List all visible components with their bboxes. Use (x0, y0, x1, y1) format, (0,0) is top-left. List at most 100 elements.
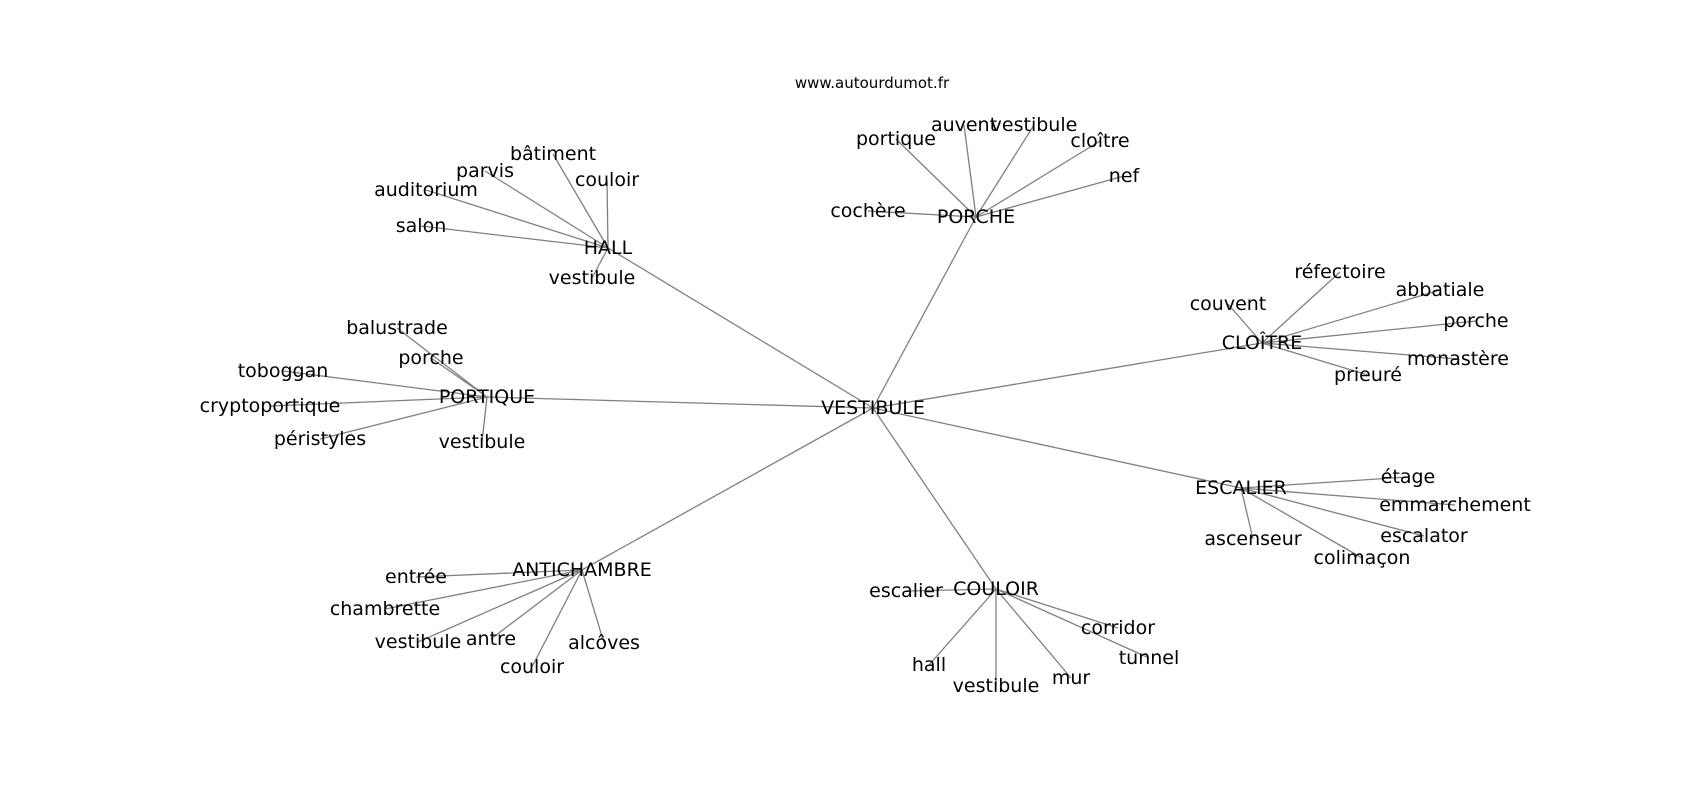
edge-hub-to-leaf (531, 569, 583, 668)
leaf-node-label: balustrade (346, 317, 448, 339)
leaf-node-label: couvent (1190, 293, 1267, 315)
edge-hub-to-leaf (415, 569, 583, 578)
edge-hub-to-leaf (867, 210, 977, 218)
edge-center-to-hub (872, 407, 997, 590)
hub-node-label: ESCALIER (1195, 477, 1287, 499)
edge-hub-to-leaf (1240, 487, 1363, 559)
edge-hub-to-leaf (484, 170, 609, 249)
edge-hub-to-leaf (490, 569, 583, 640)
edge-hub-to-leaf (905, 588, 997, 592)
edge-hub-to-leaf (1227, 303, 1263, 344)
leaf-node-label: bâtiment (510, 143, 596, 165)
leaf-node-label: abbatiale (1396, 279, 1485, 301)
edge-hub-to-leaf (1261, 271, 1341, 344)
leaf-node-label: vestibule (991, 114, 1078, 136)
edge-hub-to-leaf (606, 179, 609, 249)
edge-hub-to-leaf (1240, 487, 1254, 540)
leaf-node-label: toboggan (238, 360, 329, 382)
edge-hub-to-leaf (384, 569, 583, 610)
edge-hub-to-leaf (1261, 320, 1477, 344)
leaf-node-label: cochère (830, 200, 905, 222)
leaf-node-label: auditorium (374, 179, 478, 201)
leaf-node-label: cloître (1070, 130, 1129, 152)
edge-hub-to-leaf (269, 396, 488, 407)
edge-hub-to-leaf (417, 569, 583, 643)
leaf-node-label: porche (1443, 310, 1508, 332)
leaf-node-label: escalator (1380, 525, 1468, 547)
edge-hub-to-leaf (995, 588, 1119, 629)
hub-node-label: PORCHE (937, 206, 1015, 228)
leaf-node-label: cryptoportique (200, 395, 341, 417)
leaf-node-label: vestibule (953, 675, 1040, 697)
center-node-label: VESTIBULE (821, 397, 925, 419)
leaf-node-label: mur (1052, 667, 1091, 689)
leaf-node-label: ascenseur (1204, 528, 1301, 550)
source-label: www.autourdumot.fr (795, 74, 950, 92)
leaf-node-label: corridor (1081, 617, 1155, 639)
leaf-node-label: hall (912, 654, 946, 676)
leaf-node-label: couloir (500, 656, 564, 678)
edge-hub-to-leaf (430, 357, 488, 398)
edge-center-to-hub (581, 407, 874, 571)
leaf-node-label: étage (1381, 466, 1436, 488)
edge-hub-to-leaf (928, 588, 997, 666)
leaf-node-label: portique (856, 128, 936, 150)
leaf-node-label: vestibule (375, 631, 462, 653)
leaf-node-label: chambrette (330, 598, 440, 620)
leaf-node-label: tunnel (1119, 647, 1180, 669)
edge-center-to-hub (607, 247, 874, 409)
hub-node-label: ANTICHAMBRE (512, 559, 652, 581)
leaf-node-label: alcôves (568, 632, 640, 654)
edge-hub-to-leaf (420, 225, 609, 249)
edge-hub-to-leaf (319, 396, 488, 440)
edge-hub-to-leaf (1240, 487, 1425, 537)
edge-hub-to-leaf (552, 153, 609, 249)
edge-center-to-hub (872, 216, 977, 409)
edge-hub-to-leaf (481, 396, 488, 443)
leaf-node-label: parvis (456, 160, 514, 182)
leaf-node-label: emmarchement (1379, 494, 1531, 516)
edge-hub-to-leaf (1240, 476, 1409, 489)
leaf-node-label: monastère (1407, 348, 1509, 370)
leaf-node-label: colimaçon (1314, 547, 1411, 569)
hub-node-label: CLOÎTRE (1222, 331, 1303, 354)
edge-hub-to-leaf (963, 124, 977, 218)
leaf-node-label: couloir (575, 169, 639, 191)
edge-hub-to-leaf (1261, 342, 1369, 376)
edge-hub-to-leaf (591, 247, 609, 279)
edge-hub-to-leaf (975, 124, 1035, 218)
edge-hub-to-leaf (975, 140, 1101, 218)
hub-node-label: PORTIQUE (439, 386, 535, 408)
leaf-node-label: vestibule (549, 267, 636, 289)
leaf-node-label: porche (398, 347, 463, 369)
leaf-node-label: escalier (869, 580, 943, 602)
edge-hub-to-leaf (1261, 289, 1441, 344)
edge-hub-to-leaf (282, 370, 488, 398)
edge-center-to-hub (486, 396, 874, 409)
leaf-node-label: nef (1109, 165, 1141, 187)
leaf-node-label: auvent (931, 114, 997, 136)
edges-layer (269, 124, 1477, 686)
edge-hub-to-leaf (995, 588, 1150, 659)
leaf-node-label: péristyles (274, 428, 366, 450)
edge-hub-to-leaf (581, 569, 605, 644)
leaf-node-label: antre (466, 628, 516, 650)
leaf-node-label: vestibule (439, 431, 526, 453)
leaf-node-label: prieuré (1334, 364, 1402, 386)
edge-hub-to-leaf (995, 588, 1072, 679)
leaf-node-label: salon (396, 215, 447, 237)
edge-hub-to-leaf (975, 175, 1125, 218)
leaf-node-label: entrée (385, 566, 447, 588)
edge-hub-to-leaf (1261, 342, 1459, 360)
edge-hub-to-leaf (425, 189, 609, 249)
edge-center-to-hub (872, 342, 1263, 409)
hub-node-label: COULOIR (953, 578, 1039, 600)
edge-hub-to-leaf (1240, 487, 1456, 506)
edge-center-to-hub (872, 407, 1242, 489)
edge-hub-to-leaf (895, 138, 977, 218)
leaf-node-label: réfectoire (1294, 261, 1385, 283)
hub-node-label: HALL (584, 237, 633, 259)
edge-hub-to-leaf (396, 327, 488, 398)
labels-layer: www.autourdumot.fr VESTIBULE bâtimentpar… (200, 74, 1531, 697)
